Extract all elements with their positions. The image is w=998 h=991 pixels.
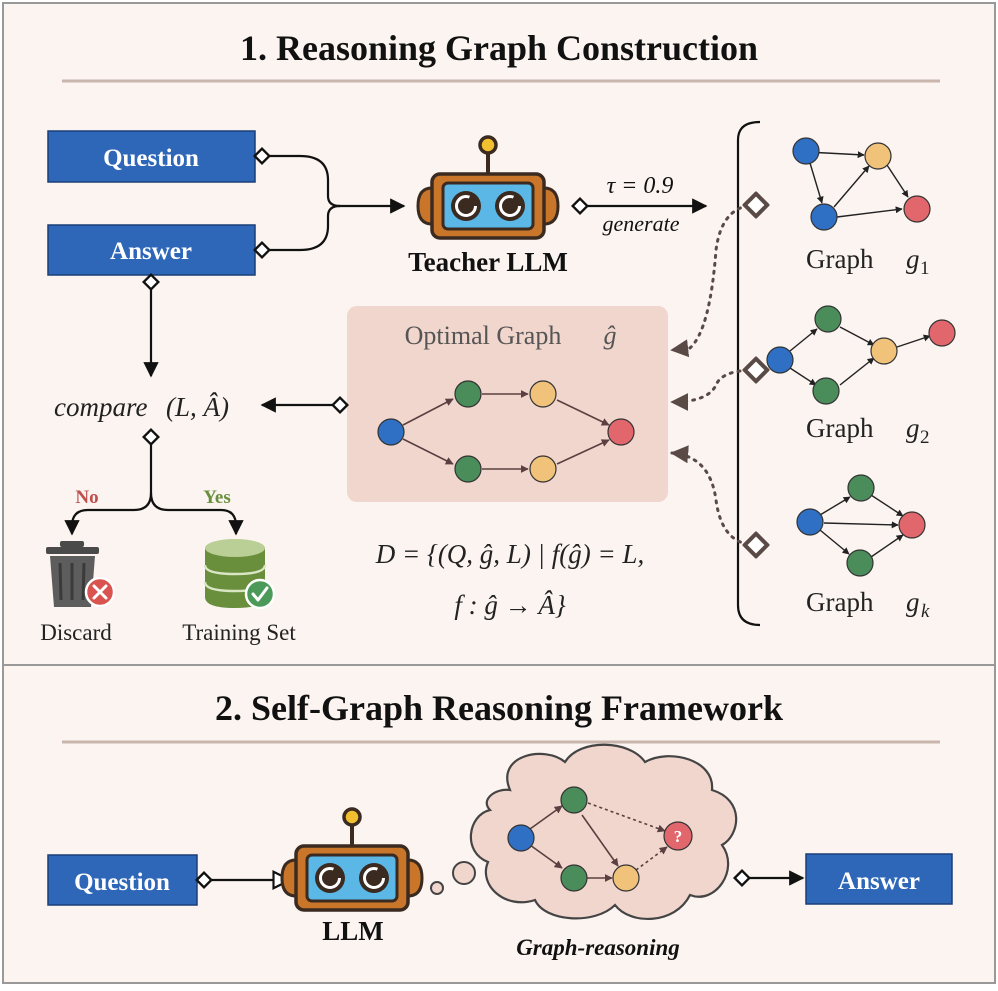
answer-merge-connector (262, 204, 341, 250)
generate-label: generate (603, 211, 680, 236)
framework-question-label: Question (74, 869, 170, 896)
answer-box (47, 224, 256, 276)
tau-label: τ = 0.9 (607, 173, 674, 199)
graph-node (796, 508, 824, 536)
graph-node (810, 203, 838, 231)
graph-g2-symbol: g (906, 413, 920, 443)
no-branch-arrow (72, 437, 151, 534)
optimal-graph-box (347, 306, 668, 502)
g2-to-optimal-dotted-arrow (672, 370, 756, 402)
graph-gk (796, 474, 926, 577)
graph-node (529, 380, 557, 408)
g1-to-optimal-dotted-arrow (672, 205, 756, 350)
yes-label: Yes (203, 487, 230, 508)
graph-node (607, 418, 635, 446)
yes-branch-arrow (149, 492, 244, 536)
thought-bubble-medium (452, 861, 476, 885)
question-box-label: Question (103, 145, 199, 172)
training-set-label: Training Set (182, 620, 296, 645)
graph-node (903, 195, 931, 223)
unknown-node-label: ? (674, 827, 683, 846)
compare-args: (L, Â) (166, 392, 229, 422)
graph-node (454, 380, 482, 408)
graph-g2 (766, 305, 956, 405)
graph-g1-symbol: g (906, 244, 920, 274)
graph-node (377, 418, 405, 446)
unknown-answer-node (663, 821, 693, 851)
reasoning-cloud (469, 743, 738, 921)
graph-node (847, 474, 875, 502)
graph-node (766, 346, 794, 374)
graph-node (846, 549, 874, 577)
framework-answer-label: Answer (838, 868, 920, 895)
graph-g1 (792, 137, 931, 231)
discard-label: Discard (40, 620, 112, 645)
llm-robot-icon (280, 807, 424, 912)
section1-title: 1. Reasoning Graph Construction (240, 28, 758, 68)
framework-question-box (47, 854, 198, 906)
graph-node (507, 824, 535, 852)
graph-node (814, 305, 842, 333)
optimal-graph-symbol: ĝ (604, 321, 617, 350)
no-label: No (75, 487, 98, 508)
question-merge-connector (262, 156, 341, 208)
gk-to-optimal-dotted-arrow (672, 453, 756, 545)
graph-node (612, 864, 640, 892)
framework-answer-box (805, 853, 953, 905)
graph-gk-subscript: k (921, 601, 930, 622)
graph-node (870, 337, 898, 365)
teacher-llm-label: Teacher LLM (408, 247, 568, 277)
graph-node (864, 142, 892, 170)
graph-reasoning-label: Graph-reasoning (516, 935, 680, 960)
llm-label: LLM (322, 916, 384, 946)
trash-icon (46, 541, 116, 608)
question-box (47, 130, 256, 183)
graph-node (792, 137, 820, 165)
graph-node (560, 786, 588, 814)
database-icon (203, 539, 276, 610)
graph-g2-subscript: 2 (920, 427, 930, 448)
graph-g1-subscript: 1 (920, 258, 930, 279)
graph-node (812, 377, 840, 405)
graph-node (560, 864, 588, 892)
graph-g2-label: Graph (806, 413, 874, 443)
dataset-formula-line1: D = {(Q, ĝ, L) | f(ĝ) = L, (375, 539, 644, 569)
graph-node (928, 319, 956, 347)
graph-gk-symbol: g (906, 587, 920, 617)
answer-box-label: Answer (110, 238, 192, 265)
optimal-graph (377, 380, 635, 483)
reasoning-graph: ? (507, 786, 693, 892)
dataset-formula-line2: f : ĝ → Â} (454, 590, 565, 620)
graph-gk-label: Graph (806, 587, 874, 617)
thought-bubble-small (430, 881, 444, 895)
optimal-graph-label: Optimal Graph (405, 321, 562, 350)
compare-function: compare (54, 392, 147, 422)
graph-node (529, 455, 557, 483)
teacher-robot-icon (416, 135, 560, 240)
graph-node (898, 511, 926, 539)
section2-title: 2. Self-Graph Reasoning Framework (215, 688, 783, 728)
graph-g1-label: Graph (806, 244, 874, 274)
graph-node (454, 455, 482, 483)
